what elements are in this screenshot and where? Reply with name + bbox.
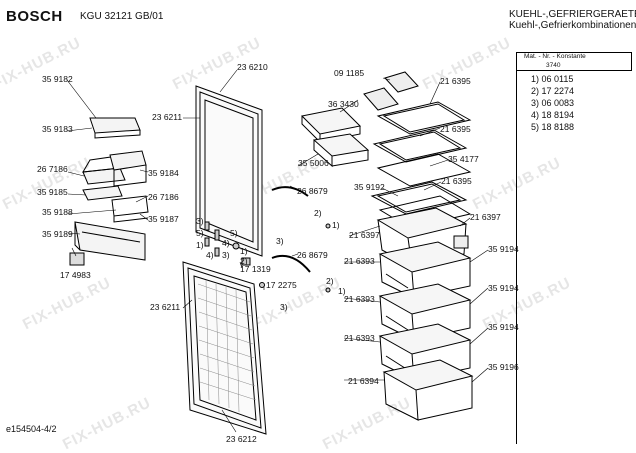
freezer-drawer-1 <box>378 241 472 299</box>
legend-column-divider <box>516 69 631 444</box>
callout-marker: 1) <box>240 246 248 256</box>
brand-logo: BOSCH <box>6 8 63 25</box>
glass-shelf-4 <box>370 181 468 215</box>
butter-compartment <box>82 150 147 187</box>
part-label: 35 9183 <box>42 124 73 134</box>
legend-item: 2) 17 2274 <box>531 86 575 96</box>
glass-shelf-3 <box>376 153 472 187</box>
part-label: 23 6211 <box>152 112 183 122</box>
freezer-drawer-4 <box>382 359 474 421</box>
callout-marker: 5) <box>230 228 238 238</box>
category-line-2: Kuehl-,Gefrierkombinationen <box>509 20 636 31</box>
callout-marker: 1) <box>196 240 204 250</box>
small-part-174983 <box>69 252 85 266</box>
part-label: 35 9189 <box>42 229 73 239</box>
part-label: 35 9194 <box>488 283 519 293</box>
dairy-tray-355006 <box>312 133 370 168</box>
callout-marker: 3) <box>222 250 230 260</box>
legend-item: 5) 18 8188 <box>531 122 575 132</box>
callout-marker: 4) <box>206 250 214 260</box>
legend-item: 1) 06 0115 <box>531 74 574 84</box>
callout-marker: 2) <box>240 256 248 266</box>
part-label: 09 1185 <box>334 68 365 78</box>
part-label: 17 2275 <box>266 280 297 290</box>
part-label: 35 9182 <box>42 74 73 84</box>
part-label: 21 6393 <box>344 294 375 304</box>
legend-item: 3) 06 0083 <box>531 98 575 108</box>
callout-marker: 1) <box>338 286 346 296</box>
part-label: 21 6394 <box>348 376 379 386</box>
part-label: 17 1319 <box>240 264 271 274</box>
part-label: 26 7186 <box>148 192 179 202</box>
part-label: 26 8679 <box>297 250 328 260</box>
part-label: 35 9192 <box>354 182 385 192</box>
freezer-gasket-mesh <box>197 279 257 413</box>
callout-marker: 5) <box>196 228 204 238</box>
glass-shelf-1 <box>376 101 472 135</box>
material-number-box <box>516 52 632 71</box>
part-label: 17 4983 <box>60 270 91 280</box>
leader-lines <box>66 69 489 433</box>
door-shelf-bottom <box>74 221 146 261</box>
part-label: 35 5006 <box>298 158 329 168</box>
callout-marker: 3) <box>276 236 284 246</box>
part-label: 26 7186 <box>37 164 68 174</box>
part-label: 21 6397 <box>470 212 501 222</box>
callout-marker: 2) <box>314 208 322 218</box>
glass-shelf-2 <box>372 129 468 163</box>
part-label: 36 3430 <box>328 99 359 109</box>
hinge-parts <box>204 221 331 293</box>
door-shelf-middle <box>82 185 149 223</box>
part-label: 23 6211 <box>150 302 181 312</box>
part-label: 35 9188 <box>42 207 73 217</box>
part-label: 35 9184 <box>148 168 179 178</box>
part-label: 35 9194 <box>488 244 519 254</box>
part-label: 23 6210 <box>237 62 268 72</box>
part-label: 35 9194 <box>488 322 519 332</box>
part-label: 21 6393 <box>344 333 375 343</box>
model-number: KGU 32121 GB/01 <box>80 11 164 22</box>
callout-marker: 2) <box>326 276 334 286</box>
part-label: 35 4177 <box>448 154 479 164</box>
legend-item: 4) 18 8194 <box>531 110 575 120</box>
freezer-compartment-box <box>300 107 362 144</box>
callout-marker: 3) <box>280 302 288 312</box>
part-label: 26 8679 <box>297 186 328 196</box>
ice-cube-tray <box>363 71 419 111</box>
material-number-value: 3740 <box>546 62 561 69</box>
part-label: 21 6395 <box>441 176 472 186</box>
callout-marker: 4) <box>222 238 230 248</box>
part-label: 21 6395 <box>440 124 471 134</box>
part-label: 21 6393 <box>344 256 375 266</box>
part-label: 21 6397 <box>349 230 380 240</box>
category-line-1: KUEHL-,GEFRIERGERAETE <box>509 9 636 20</box>
part-label: 35 9187 <box>148 214 179 224</box>
drawing-code: e154504-4/2 <box>6 424 57 434</box>
fridge-door <box>195 85 263 257</box>
callout-marker: 3) <box>196 216 204 226</box>
door-shelf-top <box>89 117 141 139</box>
door-handle-lower <box>271 254 311 273</box>
part-label: 35 9196 <box>488 362 519 372</box>
part-label: 21 6395 <box>440 76 471 86</box>
part-label: 35 9185 <box>37 187 68 197</box>
part-label: 23 6212 <box>226 434 257 444</box>
callout-marker: 1) <box>332 220 340 230</box>
door-handle-upper <box>271 186 309 197</box>
freezer-door <box>182 261 267 435</box>
material-number-label: Mat. - Nr. - Konstante <box>524 53 586 60</box>
